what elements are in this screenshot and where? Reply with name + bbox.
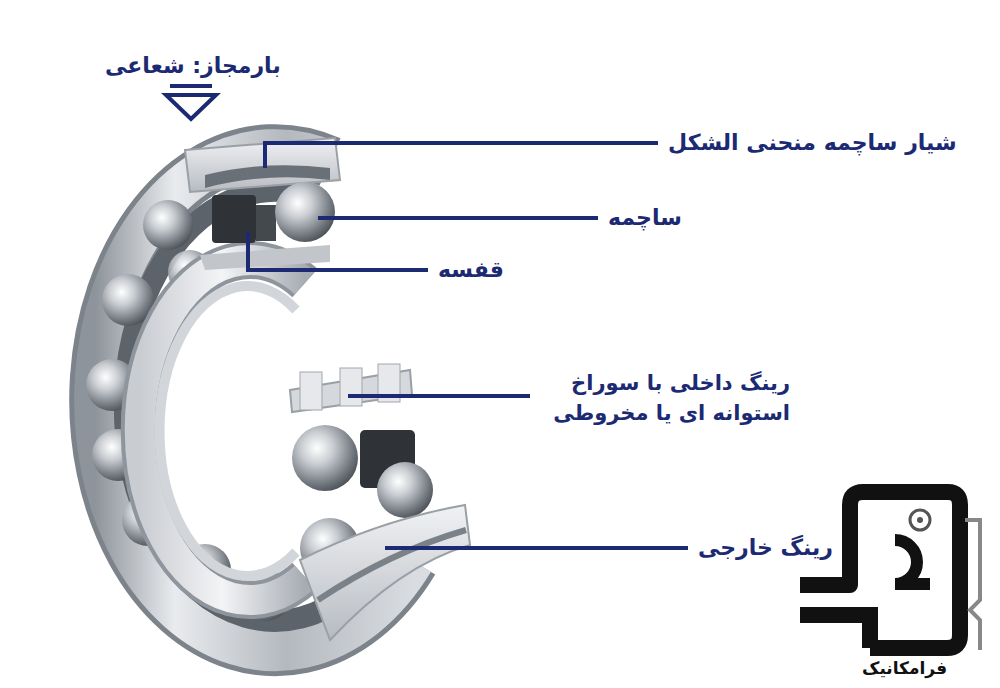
inner-ring-shadow	[140, 260, 305, 600]
part-label: ساچمه	[608, 202, 682, 234]
part-label: رینگ خارجی	[698, 532, 833, 564]
inner-ring	[140, 260, 305, 600]
load-type-label: بارمجاز: شعاعی	[105, 50, 281, 82]
part-label: قفسه	[438, 254, 504, 286]
bottom-section	[290, 364, 470, 640]
logo	[800, 492, 980, 650]
top-section	[185, 138, 340, 270]
load-arrow-symbol	[166, 95, 216, 119]
part-label: رینگ داخلی با سوراخ استوانه ای یا مخروطی	[540, 368, 790, 429]
inner-bore	[160, 286, 296, 576]
logo-text: فرامکانیک	[862, 656, 947, 681]
load-arrow-bar	[170, 84, 212, 88]
part-label: شیار ساچمه منحنی الشکل	[668, 127, 957, 159]
leader-lines	[248, 143, 688, 548]
